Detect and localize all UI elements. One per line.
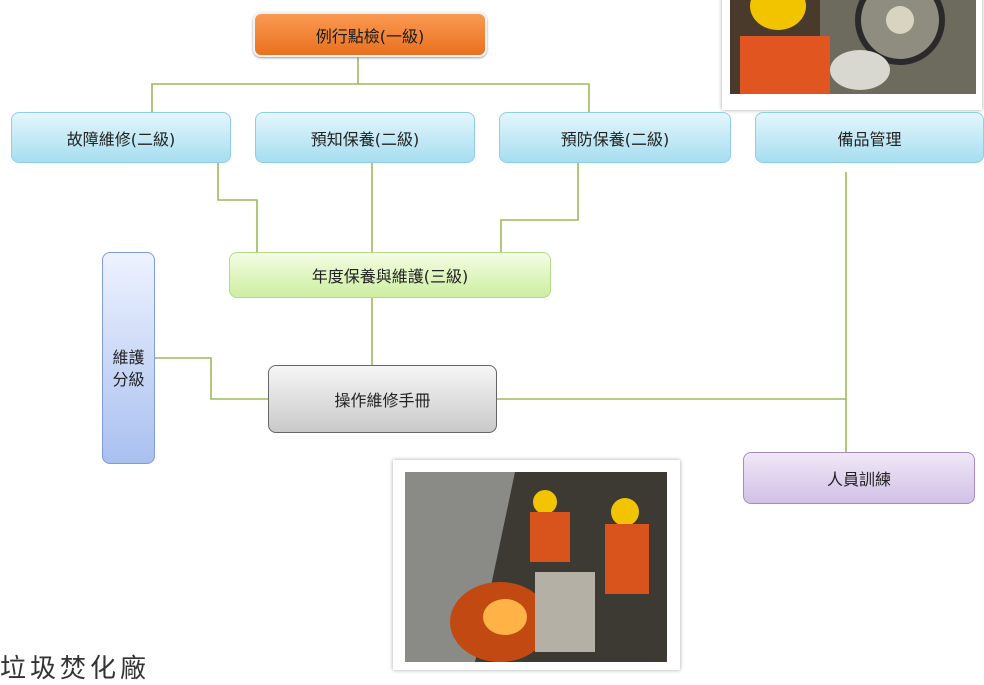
spare-parts-label: 備品管理 xyxy=(837,129,902,149)
photo-technician-inspection xyxy=(722,0,982,110)
predictive-maintenance-label: 預知保養(二級) xyxy=(310,129,420,149)
routine-inspection-box: 例行點檢(一級) xyxy=(253,12,487,57)
connector-level-manual xyxy=(155,357,268,400)
predictive-maintenance-box: 預知保養(二級) xyxy=(255,112,475,163)
spare-parts-box: 備品管理 xyxy=(755,112,984,163)
annual-maintenance-box: 年度保養與維護(三級) xyxy=(229,252,551,298)
furnace-repair-image xyxy=(405,472,667,662)
connector-fault-annual xyxy=(217,163,258,252)
footer-label: 垃圾焚化廠 xyxy=(0,654,151,684)
personnel-training-box: 人員訓練 xyxy=(743,452,975,504)
preventive-maintenance-label: 預防保養(二級) xyxy=(560,129,670,149)
photo-furnace-repair xyxy=(393,460,680,670)
fault-repair-label: 故障維修(二級) xyxy=(66,129,176,149)
maintenance-level-box: 維護分級 xyxy=(102,252,155,464)
preventive-maintenance-box: 預防保養(二級) xyxy=(499,112,731,163)
fault-repair-box: 故障維修(二級) xyxy=(11,112,231,163)
connector-top-branch xyxy=(151,55,359,112)
operation-manual-box: 操作維修手冊 xyxy=(268,365,497,433)
technician-image xyxy=(730,0,976,94)
maintenance-level-label: 維護分級 xyxy=(112,348,145,389)
connector-preventive-annual xyxy=(500,163,579,252)
personnel-training-label: 人員訓練 xyxy=(826,470,891,489)
annual-maintenance-label: 年度保養與維護(三級) xyxy=(311,267,469,286)
routine-inspection-label: 例行點檢(一級) xyxy=(315,26,425,46)
connector-top-branch-right xyxy=(358,83,590,112)
footer-text: 垃圾焚化廠 xyxy=(0,648,150,685)
operation-manual-label: 操作維修手冊 xyxy=(334,391,431,410)
